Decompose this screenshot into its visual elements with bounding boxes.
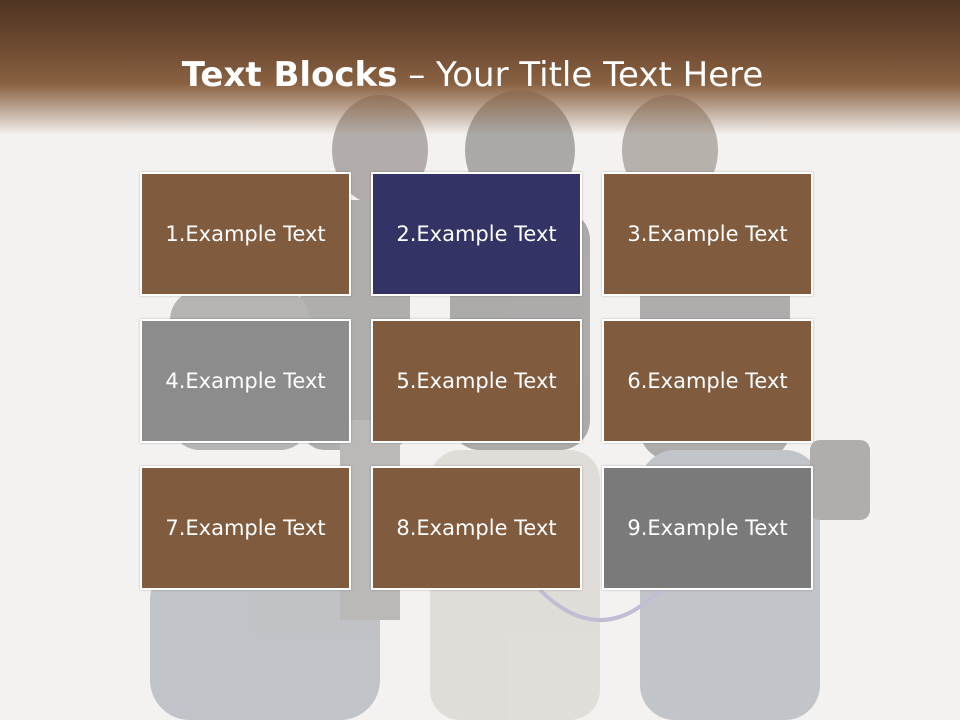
- text-block-5[interactable]: 5.Example Text: [371, 319, 582, 443]
- text-block-4[interactable]: 4.Example Text: [140, 319, 351, 443]
- text-block-3[interactable]: 3.Example Text: [602, 172, 813, 296]
- text-block-2[interactable]: 2.Example Text: [371, 172, 582, 296]
- text-block-6[interactable]: 6.Example Text: [602, 319, 813, 443]
- text-block-7[interactable]: 7.Example Text: [140, 466, 351, 590]
- title-bold-part: Text Blocks: [181, 55, 398, 95]
- text-block-9[interactable]: 9.Example Text: [602, 466, 813, 590]
- slide-title: Text Blocks – Your Title Text Here: [0, 52, 945, 98]
- title-rest-part: – Your Title Text Here: [397, 55, 764, 95]
- text-blocks-grid: 1.Example Text 2.Example Text 3.Example …: [140, 172, 813, 590]
- text-block-8[interactable]: 8.Example Text: [371, 466, 582, 590]
- text-block-1[interactable]: 1.Example Text: [140, 172, 351, 296]
- header-band: [0, 0, 960, 135]
